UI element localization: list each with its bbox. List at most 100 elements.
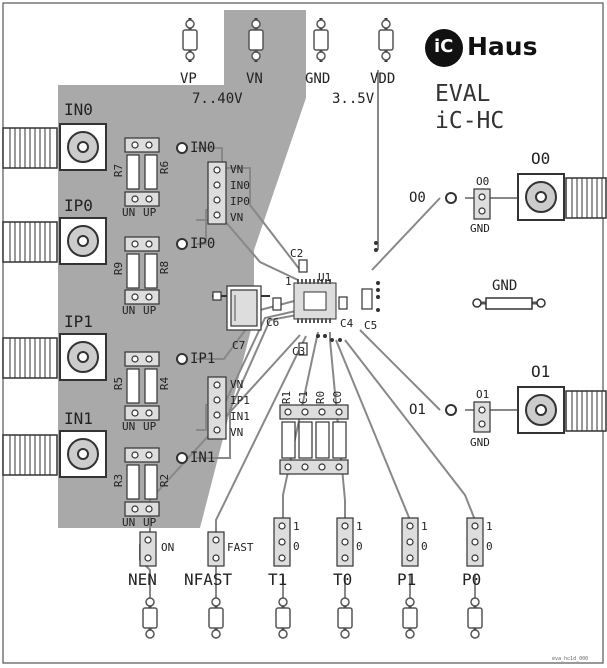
input-connectors bbox=[2, 123, 107, 478]
r3-r2-block bbox=[124, 447, 160, 517]
o0-label: O0 bbox=[531, 149, 551, 168]
nfast-label: NFAST bbox=[184, 570, 233, 589]
r0-label: R0 bbox=[314, 390, 328, 405]
gnd-shunt bbox=[472, 297, 546, 310]
o0-header-label: O0 bbox=[476, 175, 490, 188]
bottom-pads bbox=[142, 597, 483, 639]
in1-net-label: IN1 bbox=[190, 450, 216, 466]
u1-label: U1 bbox=[318, 271, 332, 284]
p1-one: 1 bbox=[421, 520, 428, 533]
p1-label: P1 bbox=[397, 570, 417, 589]
in0-connector bbox=[2, 123, 107, 171]
un-label: UN bbox=[122, 304, 136, 317]
r5-label: R5 bbox=[112, 376, 126, 391]
vp-range-label: 7..40V bbox=[192, 91, 243, 107]
t0-label: T0 bbox=[333, 570, 353, 589]
header-top-pin2: IN0 bbox=[230, 179, 250, 192]
r4-label: R4 bbox=[158, 376, 172, 391]
ip0-net-label: IP0 bbox=[190, 236, 216, 252]
r9-r8-block bbox=[124, 236, 160, 305]
gnd-shunt-label: GND bbox=[492, 278, 518, 294]
copper-pour bbox=[58, 10, 306, 528]
gnd-label: GND bbox=[305, 71, 331, 87]
un-label: UN bbox=[122, 516, 136, 529]
r9-label: R9 bbox=[112, 261, 126, 276]
board-title-ichc: iC-HC bbox=[435, 108, 505, 134]
un-label: UN bbox=[122, 420, 136, 433]
c3-label: C3 bbox=[292, 345, 306, 358]
header-bottom-pin1: VN bbox=[230, 378, 244, 391]
u1-pin1-marker: 1 bbox=[285, 275, 292, 288]
p0-one: 1 bbox=[486, 520, 493, 533]
ip1-net-label: IP1 bbox=[190, 351, 216, 367]
header-bottom-pin2: IP1 bbox=[230, 394, 250, 407]
p1-zero: 0 bbox=[421, 540, 428, 553]
c1-label: C1 bbox=[297, 390, 311, 405]
header-bottom-pin4: VN bbox=[230, 426, 244, 439]
c7-label: C7 bbox=[232, 339, 246, 352]
ip1-connector bbox=[2, 333, 107, 381]
up-label: UP bbox=[143, 516, 157, 529]
vdd-range-label: 3..5V bbox=[332, 91, 375, 107]
supply-pads bbox=[182, 18, 394, 62]
up-label: UP bbox=[143, 206, 157, 219]
o1-net-label: O1 bbox=[409, 402, 426, 418]
ic-haus-logo-mark bbox=[425, 29, 463, 67]
in1-label: IN1 bbox=[64, 409, 93, 428]
logo-haus-text: Haus bbox=[467, 32, 538, 61]
vn-pad bbox=[248, 18, 264, 62]
ip0-label: IP0 bbox=[64, 196, 93, 215]
vp-pad bbox=[182, 18, 198, 62]
c0-label: C0 bbox=[331, 390, 345, 405]
gnd-pad bbox=[313, 18, 329, 62]
r1-label: R1 bbox=[280, 390, 294, 405]
output-connectors bbox=[517, 173, 607, 434]
nen-label: NEN bbox=[128, 570, 157, 589]
u1-ic bbox=[293, 279, 337, 323]
r5-r4-block bbox=[124, 351, 160, 421]
header-top-pin1: VN bbox=[230, 163, 244, 176]
p0-zero: 0 bbox=[486, 540, 493, 553]
nfast-option-label: FAST bbox=[227, 541, 254, 554]
un-label: UN bbox=[122, 206, 136, 219]
r2-label: R2 bbox=[158, 473, 172, 488]
ip0-connector bbox=[2, 217, 107, 265]
config-resistors bbox=[279, 404, 349, 475]
t1-label: T1 bbox=[268, 570, 288, 589]
footer-code: eva_hc1d_000 bbox=[552, 656, 589, 662]
logo-ic-text: iC bbox=[434, 36, 454, 57]
r6-label: R6 bbox=[158, 160, 172, 175]
r7-r6-block bbox=[124, 137, 160, 207]
board-title-eval: EVAL bbox=[435, 81, 491, 107]
c6-label: C6 bbox=[266, 316, 280, 329]
c5-label: C5 bbox=[364, 319, 378, 332]
vn-label: VN bbox=[246, 71, 263, 87]
c7-capacitor bbox=[212, 285, 270, 331]
nen-option-label: ON bbox=[161, 541, 175, 554]
smd-caps bbox=[272, 259, 373, 356]
o0-gnd-label: GND bbox=[470, 222, 490, 235]
o1-header-label: O1 bbox=[476, 388, 490, 401]
o1-gnd-label: GND bbox=[470, 436, 490, 449]
ip1-label: IP1 bbox=[64, 312, 93, 331]
r3-label: R3 bbox=[112, 473, 126, 488]
c2-label: C2 bbox=[290, 247, 304, 260]
p0-label: P0 bbox=[462, 570, 482, 589]
header-bottom-pin3: IN1 bbox=[230, 410, 250, 423]
up-label: UP bbox=[143, 304, 157, 317]
vp-label: VP bbox=[180, 71, 197, 87]
input-headers bbox=[207, 161, 227, 440]
o0-connector bbox=[517, 173, 607, 221]
test-points bbox=[176, 142, 457, 464]
o1-label: O1 bbox=[531, 362, 551, 381]
vdd-pad bbox=[378, 18, 394, 62]
in1-connector bbox=[2, 430, 107, 478]
in0-label: IN0 bbox=[64, 100, 93, 119]
t1-one: 1 bbox=[293, 520, 300, 533]
t0-zero: 0 bbox=[356, 540, 363, 553]
o1-connector bbox=[517, 386, 607, 434]
header-top-pin3: IP0 bbox=[230, 195, 250, 208]
in0-net-label: IN0 bbox=[190, 140, 216, 156]
r8-label: R8 bbox=[158, 260, 172, 275]
